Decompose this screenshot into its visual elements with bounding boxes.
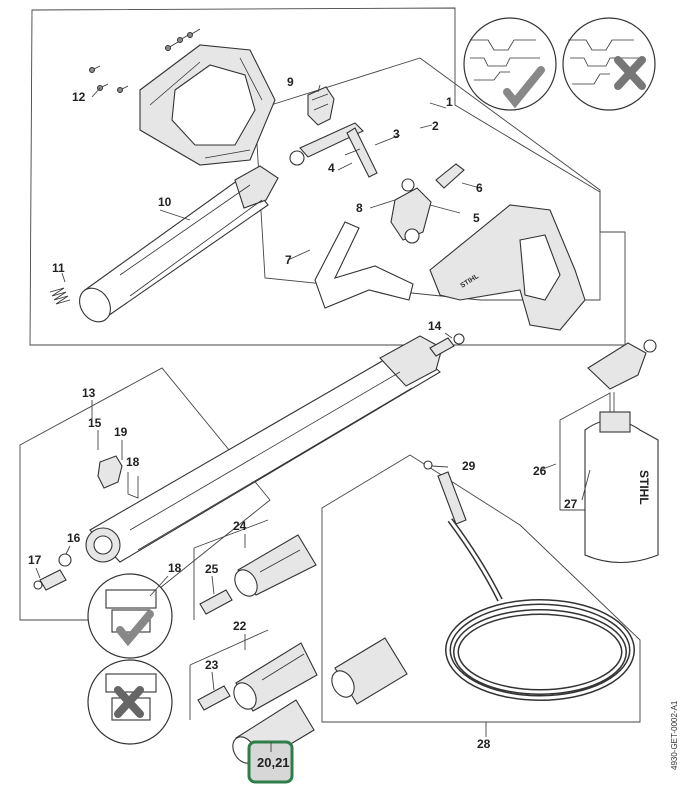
trigger-lever-7 — [314, 221, 414, 309]
handle-part-2: STIHL — [429, 204, 586, 331]
lance-part-10 — [79, 165, 279, 323]
document-code: 4930-GET-0002-A1 — [670, 700, 679, 770]
detergent-bottle-part-27: STIHL — [584, 411, 659, 563]
assembly-13-outline — [19, 367, 271, 621]
label-19: 19 — [114, 425, 128, 439]
tube-part-3 — [289, 122, 378, 178]
oring-part-29 — [423, 460, 433, 470]
fitting-parts-16-17 — [33, 553, 72, 591]
incorrect-fit-detail — [562, 17, 656, 111]
label-18-detail: 18 — [168, 561, 182, 575]
cross-mark-icon — [614, 56, 646, 90]
nozzle-insert-part-23 — [197, 685, 231, 711]
correct-fit-detail — [463, 17, 557, 111]
label-22: 22 — [233, 619, 247, 633]
label-16: 16 — [67, 531, 81, 545]
label-14: 14 — [428, 319, 442, 333]
spray-lance — [85, 335, 443, 563]
spring-part-11 — [49, 287, 71, 305]
label-25: 25 — [205, 562, 219, 576]
label-13: 13 — [82, 386, 96, 400]
bottle-cap-part-26 — [587, 339, 657, 416]
label-20-21: 20,21 — [257, 755, 290, 770]
label-10: 10 — [158, 195, 172, 209]
clip-incorrect-detail — [87, 659, 173, 745]
label-5: 5 — [473, 211, 480, 225]
label-17: 17 — [28, 553, 42, 567]
coupling-part-9 — [307, 86, 335, 126]
clip-correct-detail — [87, 573, 173, 659]
label-27: 27 — [564, 497, 578, 511]
clip-parts-18-19 — [97, 455, 139, 499]
label-12: 12 — [72, 90, 86, 104]
label-18-clip: 18 — [126, 455, 140, 469]
hose-part-28 — [331, 471, 635, 705]
nozzle-part-24 — [234, 534, 317, 597]
part-labels: 1 2 3 4 5 6 7 8 9 10 11 12 13 14 15 16 1… — [28, 75, 578, 770]
assembly-2-outline — [254, 57, 601, 301]
nozzle-insert-part-25 — [199, 589, 233, 615]
label-9: 9 — [287, 75, 294, 89]
label-29: 29 — [462, 459, 476, 473]
check-mark-icon — [503, 66, 545, 109]
label-2: 2 — [432, 119, 439, 133]
label-15: 15 — [88, 416, 102, 430]
label-4: 4 — [328, 161, 335, 175]
assembly-28-outline — [321, 454, 641, 723]
label-28: 28 — [477, 737, 491, 751]
label-6: 6 — [476, 181, 483, 195]
nipple-part-14 — [429, 333, 465, 357]
bottle-brand-text: STIHL — [637, 470, 651, 505]
screws — [89, 28, 201, 93]
label-11: 11 — [52, 261, 65, 275]
label-8: 8 — [356, 201, 363, 215]
label-3: 3 — [393, 127, 400, 141]
label-23: 23 — [205, 658, 219, 672]
nozzle-part-22 — [233, 642, 318, 712]
highlight-box-20-21[interactable] — [247, 740, 294, 784]
label-7: 7 — [285, 253, 292, 267]
gun-housing-shell — [139, 44, 276, 166]
label-1: 1 — [446, 95, 453, 109]
label-26: 26 — [533, 464, 547, 478]
label-24: 24 — [233, 519, 247, 533]
trigger-parts — [390, 163, 465, 244]
